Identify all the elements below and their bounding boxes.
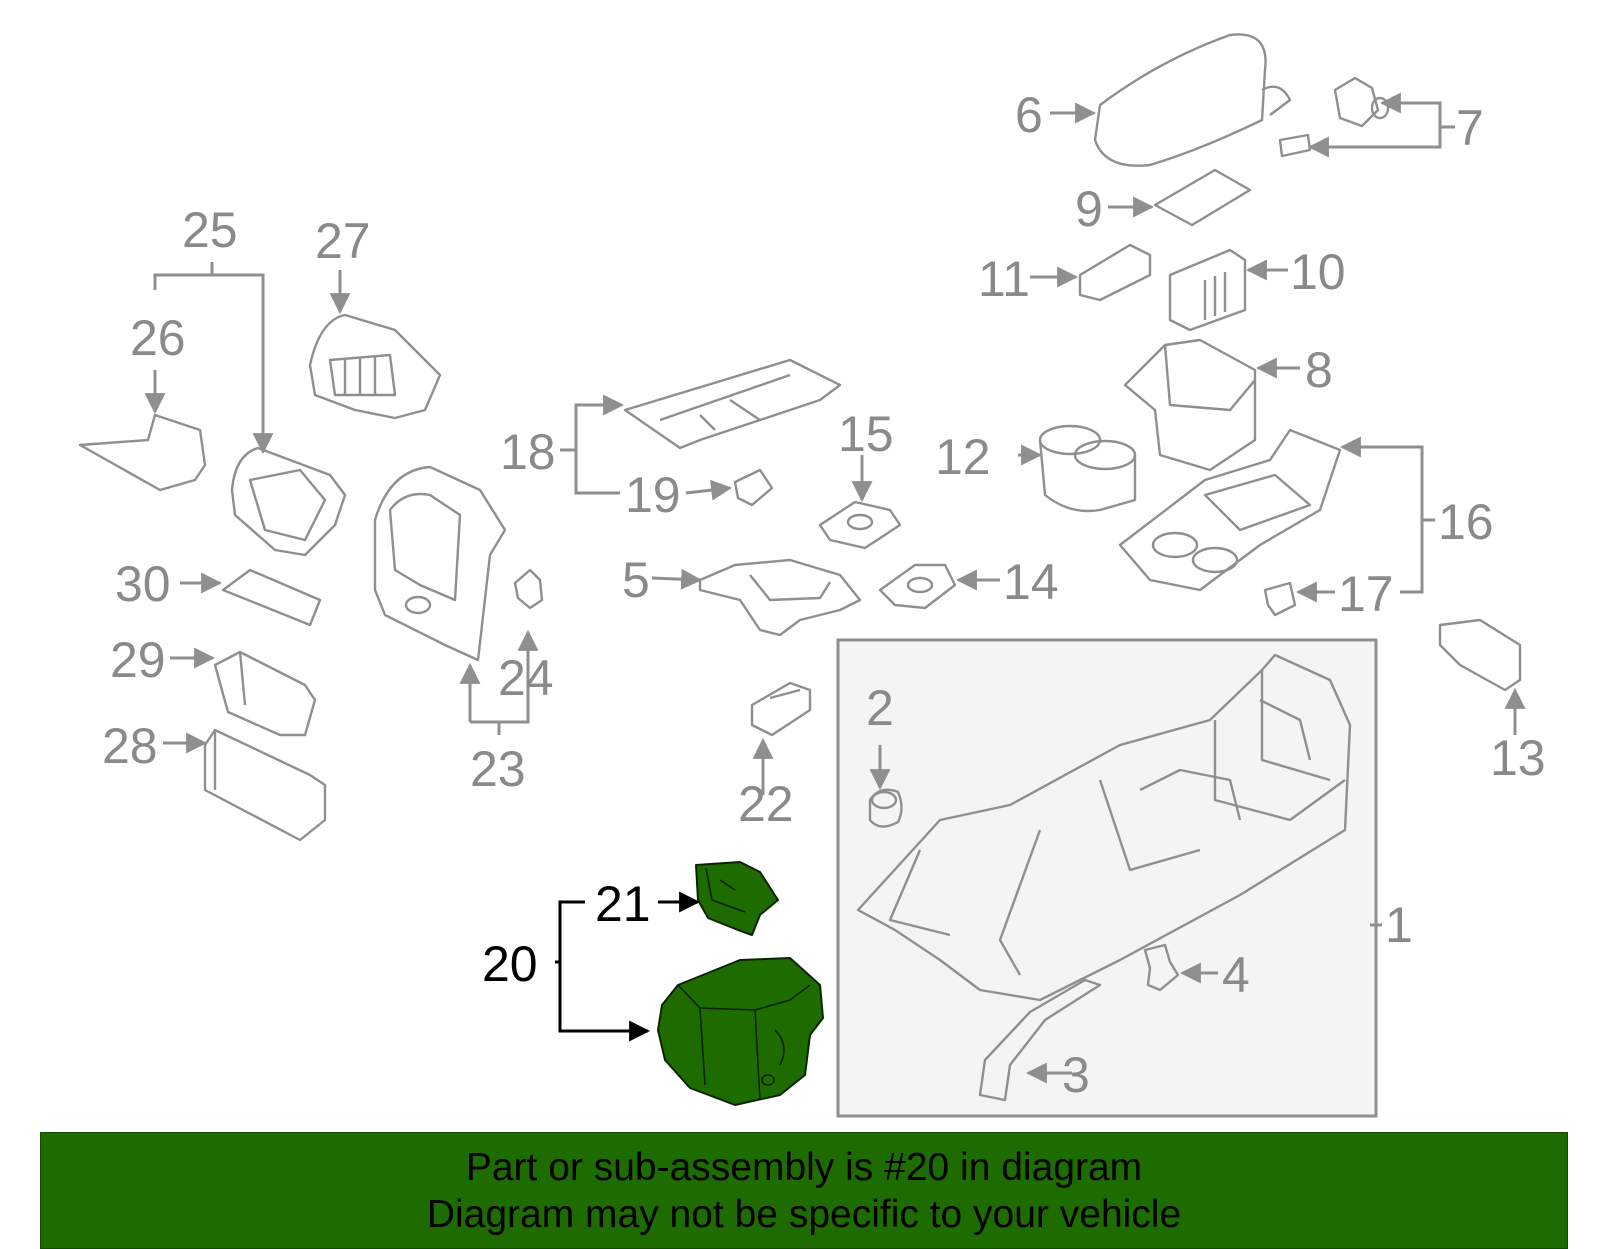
part-9-mat — [1153, 168, 1252, 227]
callout-25: 25 — [182, 202, 238, 258]
part-29-pocket — [213, 650, 317, 737]
callout-7: 7 — [1456, 100, 1484, 156]
part-12-cupholder — [1038, 424, 1137, 513]
part-20-console-box-highlighted — [657, 957, 824, 1106]
callout-28: 28 — [102, 718, 158, 774]
callout-20: 20 — [482, 936, 538, 992]
callout-17: 17 — [1338, 566, 1394, 622]
callout-27: 27 — [315, 213, 371, 269]
callout-15: 15 — [838, 406, 894, 462]
part-3-trim-strip — [978, 978, 1102, 1102]
part-28-storage-box — [203, 728, 327, 842]
leader-lines — [144, 92, 1526, 1084]
callout-23: 23 — [470, 741, 526, 797]
part-25-bin-frame — [230, 446, 347, 557]
part-27-rear-vent — [308, 313, 442, 420]
callout-18: 18 — [500, 424, 556, 480]
part-7-latch — [1278, 76, 1390, 158]
callout-22: 22 — [738, 776, 794, 832]
part-11-tray — [1078, 243, 1152, 302]
info-banner: Part or sub-assembly is #20 in diagram D… — [40, 1132, 1568, 1249]
callout-21: 21 — [595, 876, 651, 932]
callout-4: 4 — [1222, 947, 1250, 1003]
part-10-bracket — [1168, 248, 1247, 332]
part-30-mat — [221, 568, 322, 627]
part-4-clip — [1143, 943, 1180, 992]
part-16-top-panel — [1118, 428, 1342, 592]
part-21-insert-highlighted — [695, 861, 779, 936]
part-13-trim — [1438, 618, 1522, 692]
callout-12: 12 — [935, 429, 991, 485]
callout-2: 2 — [866, 680, 894, 736]
part-26-bin-cover — [78, 413, 207, 492]
callout-29: 29 — [110, 632, 166, 688]
part-8-storage-bin — [1123, 338, 1257, 472]
callout-9: 9 — [1075, 181, 1103, 237]
callout-1: 1 — [1385, 897, 1413, 953]
callout-8: 8 — [1305, 342, 1333, 398]
part-19-clip — [733, 468, 774, 507]
callout-24: 24 — [498, 650, 554, 706]
part-14-boot-plate — [878, 563, 957, 610]
callout-11: 11 — [978, 251, 1030, 307]
callout-5: 5 — [622, 552, 650, 608]
callout-16: 16 — [1438, 494, 1494, 550]
part-24-clip — [513, 568, 544, 610]
part-22-switch — [750, 681, 812, 737]
part-1-center-console — [856, 653, 1352, 1002]
part-5-shifter-bracket — [698, 558, 862, 637]
callout-6: 6 — [1015, 87, 1043, 143]
callout-19: 19 — [625, 467, 681, 523]
banner-line-1: Part or sub-assembly is #20 in diagram — [465, 1145, 1143, 1189]
assembly-box — [836, 638, 1378, 1118]
callout-3: 3 — [1062, 1047, 1090, 1103]
part-23-rear-panel — [373, 465, 507, 662]
part-6-armrest-lid — [1093, 33, 1292, 167]
part-18-trim-panel — [623, 358, 842, 450]
callout-labels: 1 2 3 4 5 6 7 8 9 10 11 12 13 14 15 16 1… — [102, 87, 1546, 1103]
callout-30: 30 — [115, 556, 171, 612]
callout-14: 14 — [1003, 554, 1059, 610]
callout-13: 13 — [1490, 730, 1546, 786]
callout-10: 10 — [1290, 244, 1346, 300]
part-15-boot-plate — [818, 500, 902, 550]
banner-line-2: Diagram may not be specific to your vehi… — [426, 1192, 1182, 1236]
part-17-connector — [1263, 581, 1297, 617]
callout-26: 26 — [130, 310, 186, 366]
part-2-plug — [868, 788, 903, 828]
